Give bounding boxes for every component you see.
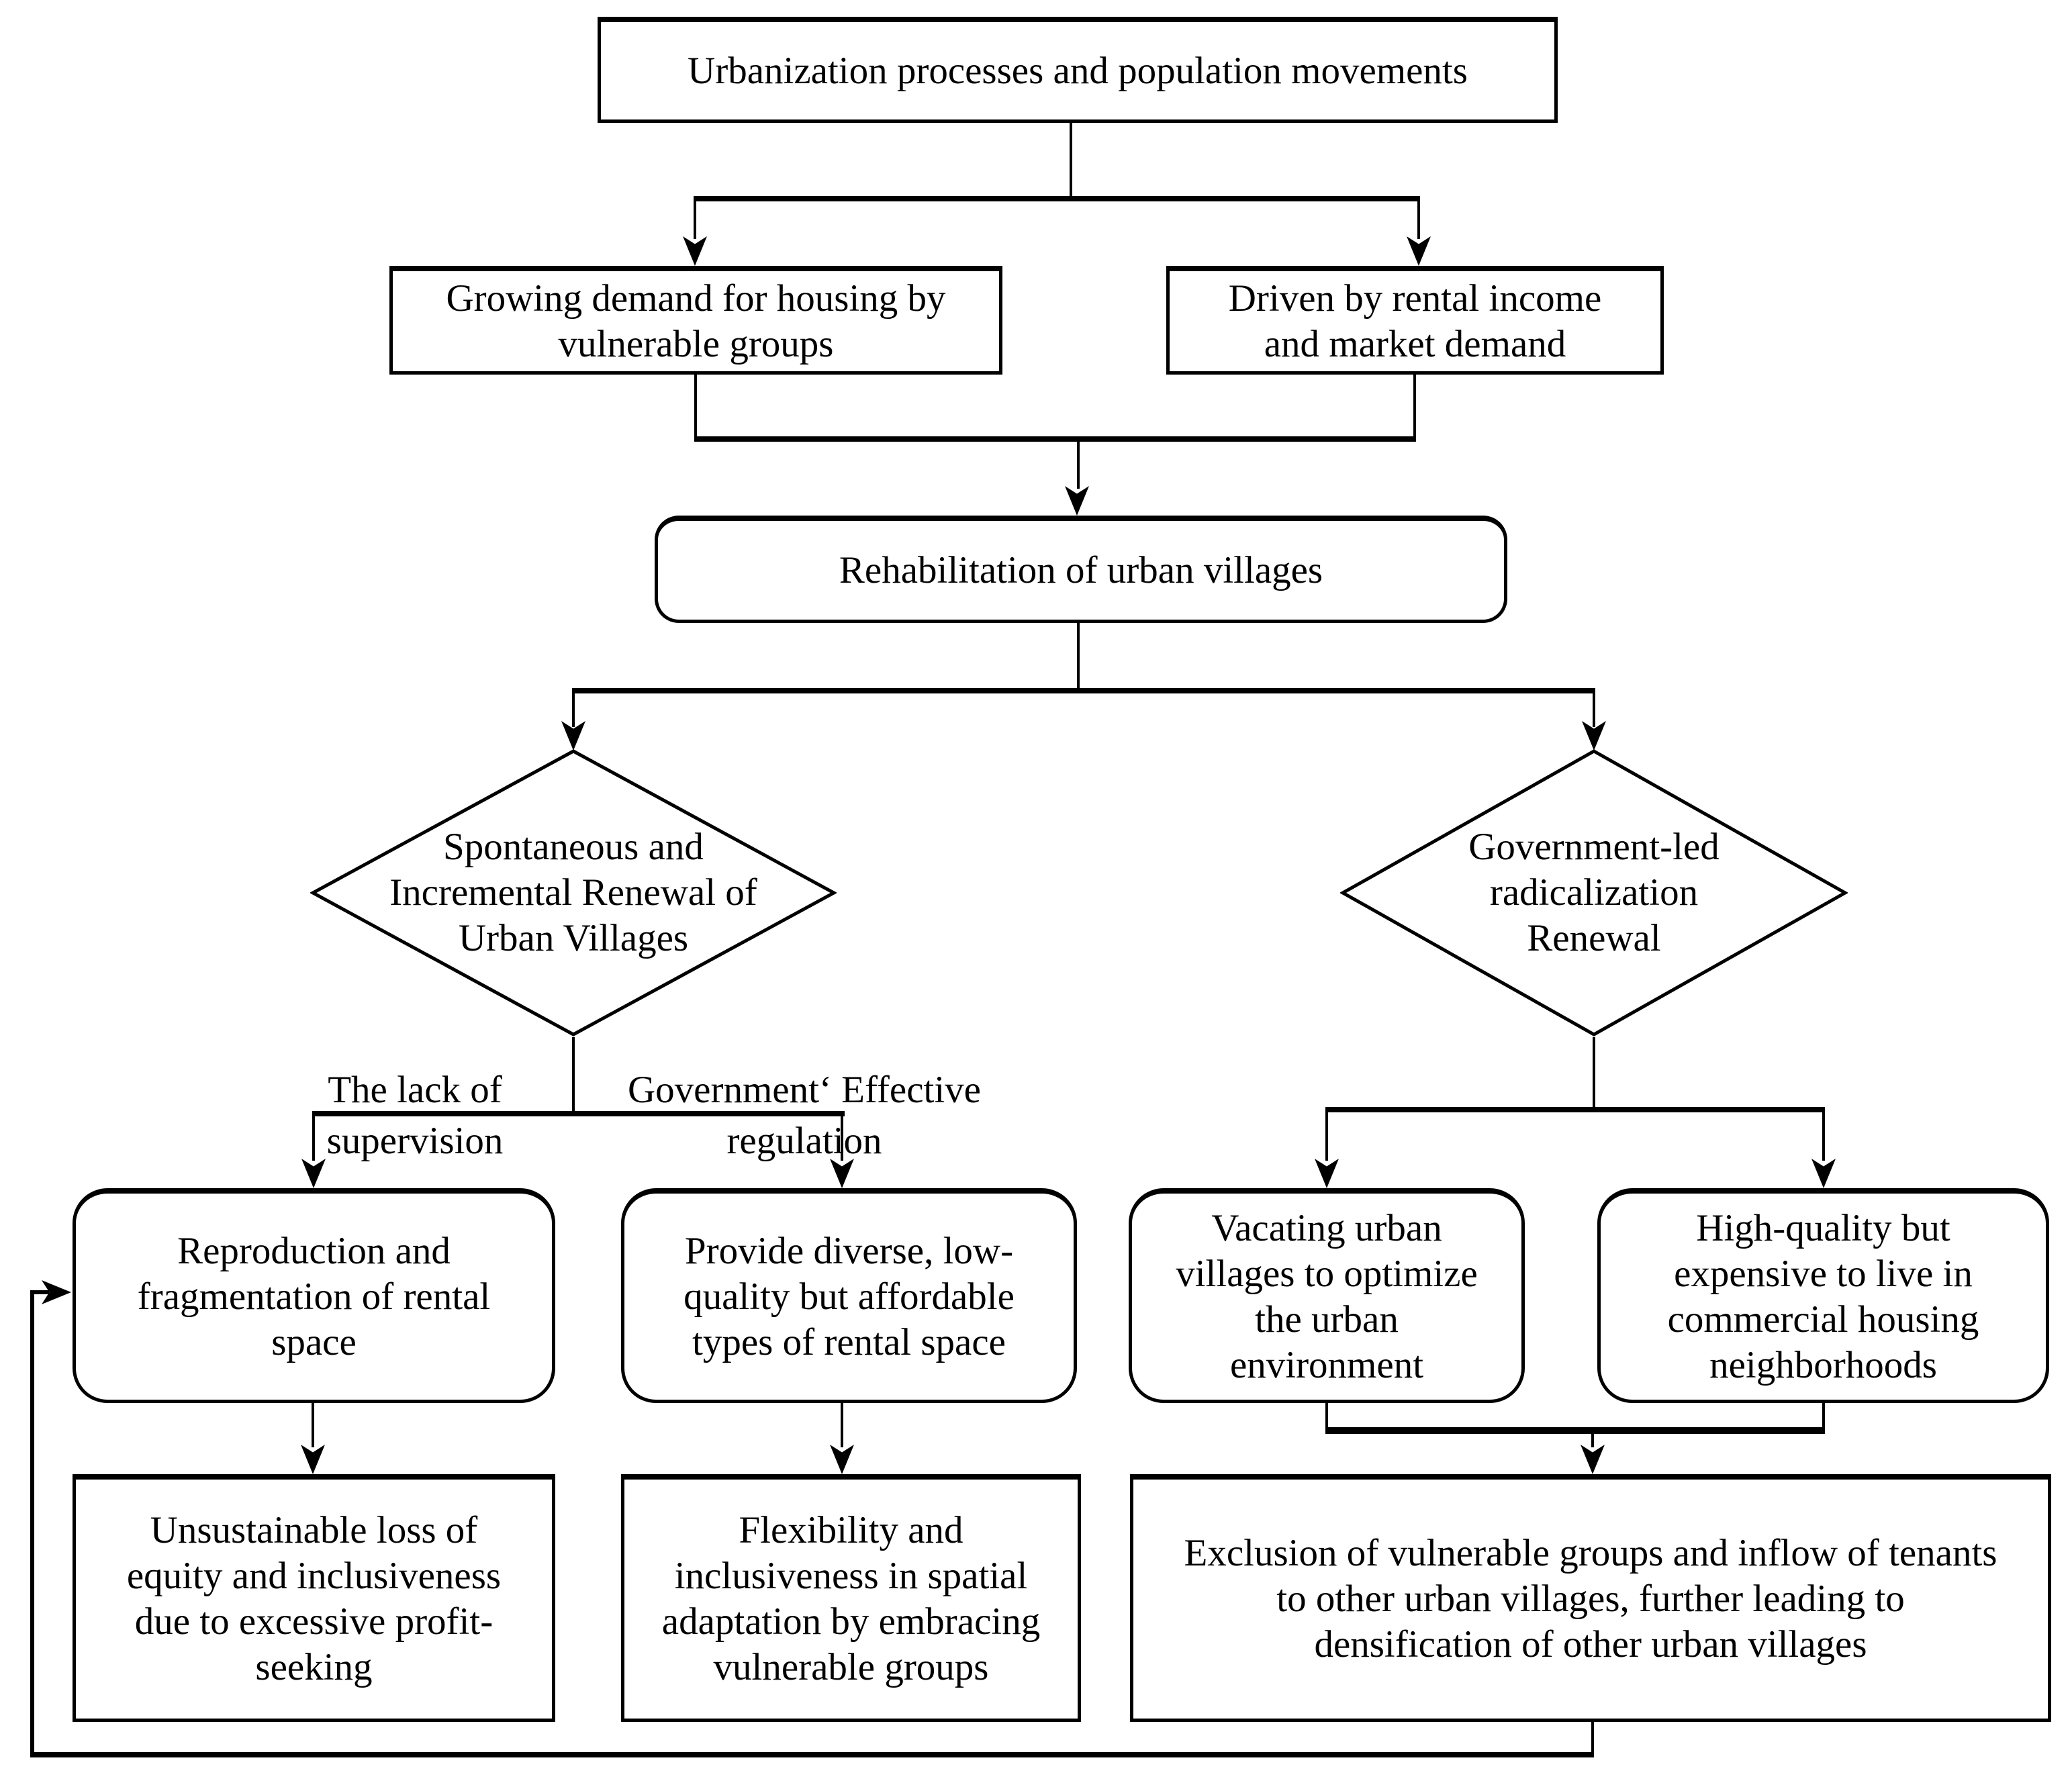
connector-split1 [694, 196, 1420, 201]
connector-reproduction-down [312, 1403, 314, 1447]
node-provide-diverse: Provide diverse, low- quality but afford… [621, 1188, 1077, 1403]
node-reproduction: Reproduction and fragmentation of rental… [73, 1188, 555, 1403]
node-high-quality-label: High-quality but expensive to live in co… [1667, 1206, 1979, 1386]
connector-driven-down [1413, 375, 1416, 442]
arrowhead-down-icon [683, 236, 707, 266]
node-spontaneous-renewal-label: Spontaneous and Incremental Renewal of U… [389, 826, 757, 959]
connector-highquality-down [1822, 1403, 1825, 1433]
arrowhead-down-icon [830, 1445, 854, 1474]
node-vacating-label: Vacating urban villages to optimize the … [1176, 1206, 1478, 1386]
node-government-led: Government-led radicalization Renewal [1340, 748, 1848, 1037]
node-spontaneous-renewal: Spontaneous and Incremental Renewal of U… [310, 748, 837, 1037]
connector-split4-right-stem [1822, 1112, 1825, 1161]
arrowhead-down-icon [301, 1159, 326, 1188]
connector-split3-left-stem [312, 1116, 315, 1161]
connector-split2 [572, 688, 1595, 693]
connector-exclusion-down [1591, 1722, 1594, 1756]
connector-split4-left-stem [1325, 1112, 1328, 1161]
connector-loop-stub [30, 1290, 49, 1294]
connector-vacating-down [1325, 1403, 1328, 1433]
connector-merge2 [1325, 1427, 1825, 1434]
connector-split1-right-stem [1417, 199, 1420, 239]
arrowhead-down-icon [301, 1445, 325, 1474]
connector-merge1 [694, 436, 1416, 442]
edge-label-effective-regulation: Government‘ Effective regulation [628, 1069, 981, 1162]
node-unsustainable-label: Unsustainable loss of equity and inclusi… [126, 1509, 502, 1688]
node-flexibility-label: Flexibility and inclusiveness in spatial… [661, 1509, 1041, 1688]
connector-loop-bottom [30, 1752, 1594, 1757]
arrowhead-down-icon [1315, 1159, 1339, 1188]
connector-split3-right-stem [841, 1116, 843, 1161]
node-exclusion: Exclusion of vulnerable groups and inflo… [1130, 1474, 2051, 1722]
connector-merge1-to-rehab [1077, 442, 1080, 489]
connector-split1-left-stem [694, 199, 696, 239]
node-growing-demand: Growing demand for housing by vulnerable… [389, 266, 1002, 375]
node-vacating: Vacating urban villages to optimize the … [1129, 1188, 1525, 1403]
connector-split4 [1325, 1107, 1825, 1112]
arrowhead-down-icon [1581, 1445, 1605, 1474]
node-reproduction-label: Reproduction and fragmentation of rental… [137, 1229, 491, 1363]
connector-leftdiamond-down [572, 1037, 575, 1114]
arrowhead-down-icon [1811, 1159, 1836, 1188]
node-unsustainable: Unsustainable loss of equity and inclusi… [73, 1474, 555, 1722]
node-provide-diverse-label: Provide diverse, low- quality but afford… [684, 1229, 1015, 1363]
node-government-led-label: Government-led radicalization Renewal [1468, 826, 1720, 959]
node-flexibility: Flexibility and inclusiveness in spatial… [621, 1474, 1081, 1722]
connector-split2-left-stem [572, 693, 575, 727]
node-rental-income: Driven by rental income and market deman… [1166, 266, 1664, 375]
node-urbanization: Urbanization processes and population mo… [598, 17, 1558, 123]
diamond-shape-icon [310, 749, 837, 1036]
arrowhead-down-icon [1065, 486, 1089, 516]
node-urbanization-label: Urbanization processes and population mo… [688, 49, 1468, 92]
node-high-quality: High-quality but expensive to live in co… [1597, 1188, 2049, 1403]
node-rehabilitation-label: Rehabilitation of urban villages [839, 548, 1323, 591]
node-rehabilitation: Rehabilitation of urban villages [655, 516, 1507, 623]
connector-loop-left [30, 1290, 34, 1757]
connector-rightdiamond-down [1593, 1037, 1595, 1110]
diamond-shape-icon [1340, 749, 1848, 1036]
connector-split3 [312, 1111, 845, 1116]
edge-label-lack-supervision: The lack of supervision [326, 1069, 504, 1162]
connector-top-to-split1 [1070, 122, 1072, 199]
connector-rehab-down [1077, 623, 1080, 692]
connector-merge2-to-exclusion [1591, 1434, 1594, 1447]
arrowhead-down-icon [1407, 236, 1431, 266]
node-rental-income-label: Driven by rental income and market deman… [1228, 277, 1602, 365]
node-growing-demand-label: Growing demand for housing by vulnerable… [446, 277, 946, 365]
node-exclusion-label: Exclusion of vulnerable groups and inflo… [1184, 1532, 1997, 1665]
connector-provide-down [841, 1403, 843, 1447]
connector-growing-down [694, 375, 697, 442]
connector-split2-right-stem [1593, 693, 1595, 727]
